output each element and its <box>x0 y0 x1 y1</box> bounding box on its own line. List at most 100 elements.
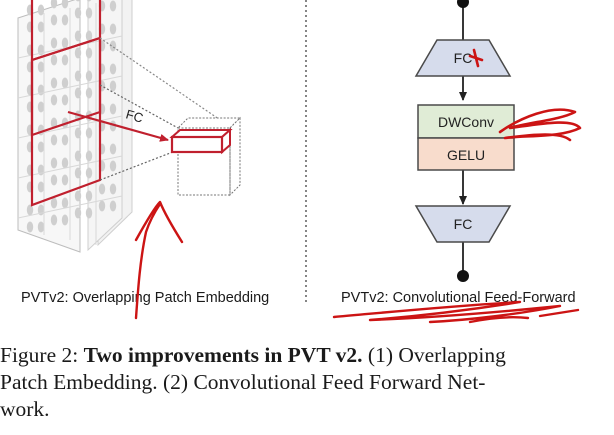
left-panel-caption: PVTv2: Overlapping Patch Embedding <box>21 290 269 306</box>
patch-pixel <box>75 0 81 2</box>
patch-pixel <box>61 174 69 186</box>
patch-pixel <box>109 0 117 12</box>
ink-up-arrow <box>134 200 184 320</box>
patch-pixel <box>109 200 117 212</box>
patch-pixel <box>98 183 106 195</box>
patch-pixel <box>61 37 69 49</box>
caption-line-2: Patch Embedding. (2) Convolutional Feed … <box>0 370 486 394</box>
fc-top-label: FC <box>454 50 473 66</box>
patch-pixel <box>26 204 34 216</box>
patch-pixel <box>61 14 69 26</box>
ink-fc-scratch <box>468 48 484 68</box>
ink-caption-underline <box>332 300 580 324</box>
patch-pixel <box>50 54 58 66</box>
fc-bottom-label: FC <box>454 216 473 232</box>
patch-pixel <box>74 207 82 219</box>
patch-pixel <box>50 174 58 186</box>
patch-pixel <box>109 183 117 195</box>
right-panel-caption: PVTv2: Convolutional Feed-Forward <box>341 290 576 306</box>
patch-pixel <box>50 77 58 89</box>
patch-pixel <box>61 77 69 89</box>
patch-pixel <box>37 181 45 193</box>
gelu-block: GELU <box>417 137 515 171</box>
patch-pixel <box>74 30 82 42</box>
patch-pixel <box>85 167 93 179</box>
patch-pixel <box>74 7 82 19</box>
fc-arrow-label: FC <box>124 106 145 125</box>
patch-pixel <box>85 87 93 99</box>
patch-pixel <box>109 23 117 35</box>
dwconv-block: DWConv <box>417 104 515 139</box>
patch-pixel <box>61 94 69 106</box>
patch-pixel <box>85 207 93 219</box>
patch-pixel <box>109 40 117 52</box>
patch-pixel <box>74 70 82 82</box>
patch-pixel <box>50 214 58 226</box>
patch-pixel <box>50 37 58 49</box>
patch-pixel <box>61 197 69 209</box>
patch-pixel <box>50 134 58 146</box>
grid-line <box>17 195 123 219</box>
patch-pixel <box>61 54 69 66</box>
patch-pixel <box>37 221 45 233</box>
dwconv-label: DWConv <box>438 114 494 130</box>
patch-pixel <box>50 0 58 9</box>
grid-line <box>17 155 123 179</box>
patch-pixel <box>61 0 69 9</box>
patch-pixel <box>50 117 58 129</box>
caption-prefix: Figure 2: <box>0 343 84 367</box>
patch-pixel <box>85 150 93 162</box>
patch-pixel <box>98 200 106 212</box>
fc-arrow <box>67 110 169 142</box>
patch-pixel <box>109 160 117 172</box>
patch-pixel <box>26 221 34 233</box>
patch-pixel <box>85 47 93 59</box>
output-node <box>457 270 469 282</box>
patch-pixel <box>50 157 58 169</box>
patch-pixel <box>85 70 93 82</box>
patch-pixel <box>37 21 45 33</box>
patch-pixel <box>74 87 82 99</box>
figure-caption: Figure 2: Two improvements in PVT v2. (1… <box>0 342 614 423</box>
output-token-volume <box>169 116 242 197</box>
patch-pixel <box>37 101 45 113</box>
patch-pixel <box>37 4 45 16</box>
patch-pixel <box>85 127 93 139</box>
patch-pixel <box>61 157 69 169</box>
overlapping-patch-embedding-diagram: FC PVTv2: Overlapping Patch Embedding <box>17 0 269 306</box>
patch-pixel <box>74 190 82 202</box>
convolutional-feed-forward-diagram: FC DWConv GELU FC PVTv2: Convolutional F… <box>341 0 576 306</box>
gelu-label: GELU <box>447 147 485 163</box>
patch-pixel <box>86 0 92 2</box>
patch-pixel <box>85 190 93 202</box>
patch-pixel <box>74 150 82 162</box>
patch-pixel <box>109 103 117 115</box>
patch-pixel <box>50 14 58 26</box>
caption-line-3: work. <box>0 397 50 421</box>
patch-pixel <box>85 30 93 42</box>
grid-line <box>17 75 123 99</box>
fc-bottom-block: FC <box>414 205 512 243</box>
ink-annotations <box>134 48 582 324</box>
patch-pixel <box>109 63 117 75</box>
caption-bold-title: Two improvements in PVT v2. <box>83 343 363 367</box>
patch-pixel <box>50 197 58 209</box>
patch-pixel <box>74 167 82 179</box>
patch-pixel <box>61 134 69 146</box>
patch-pixel <box>61 214 69 226</box>
ink-dwconv-scribble <box>498 108 582 142</box>
input-node <box>457 0 469 8</box>
patch-pixel <box>74 47 82 59</box>
patch-pixel <box>37 141 45 153</box>
patch-pixel <box>109 80 117 92</box>
patch-pixel <box>50 94 58 106</box>
projection-lines <box>99 37 236 181</box>
caption-line-1: Figure 2: Two improvements in PVT v2. (1… <box>0 342 614 369</box>
patch-pixel <box>109 143 117 155</box>
patch-pixel <box>37 61 45 73</box>
patch-pixel <box>85 7 93 19</box>
fc-top-block: FC <box>414 39 512 77</box>
patch-pixel <box>74 127 82 139</box>
caption-line-1-rest: (1) Overlapping <box>362 343 506 367</box>
